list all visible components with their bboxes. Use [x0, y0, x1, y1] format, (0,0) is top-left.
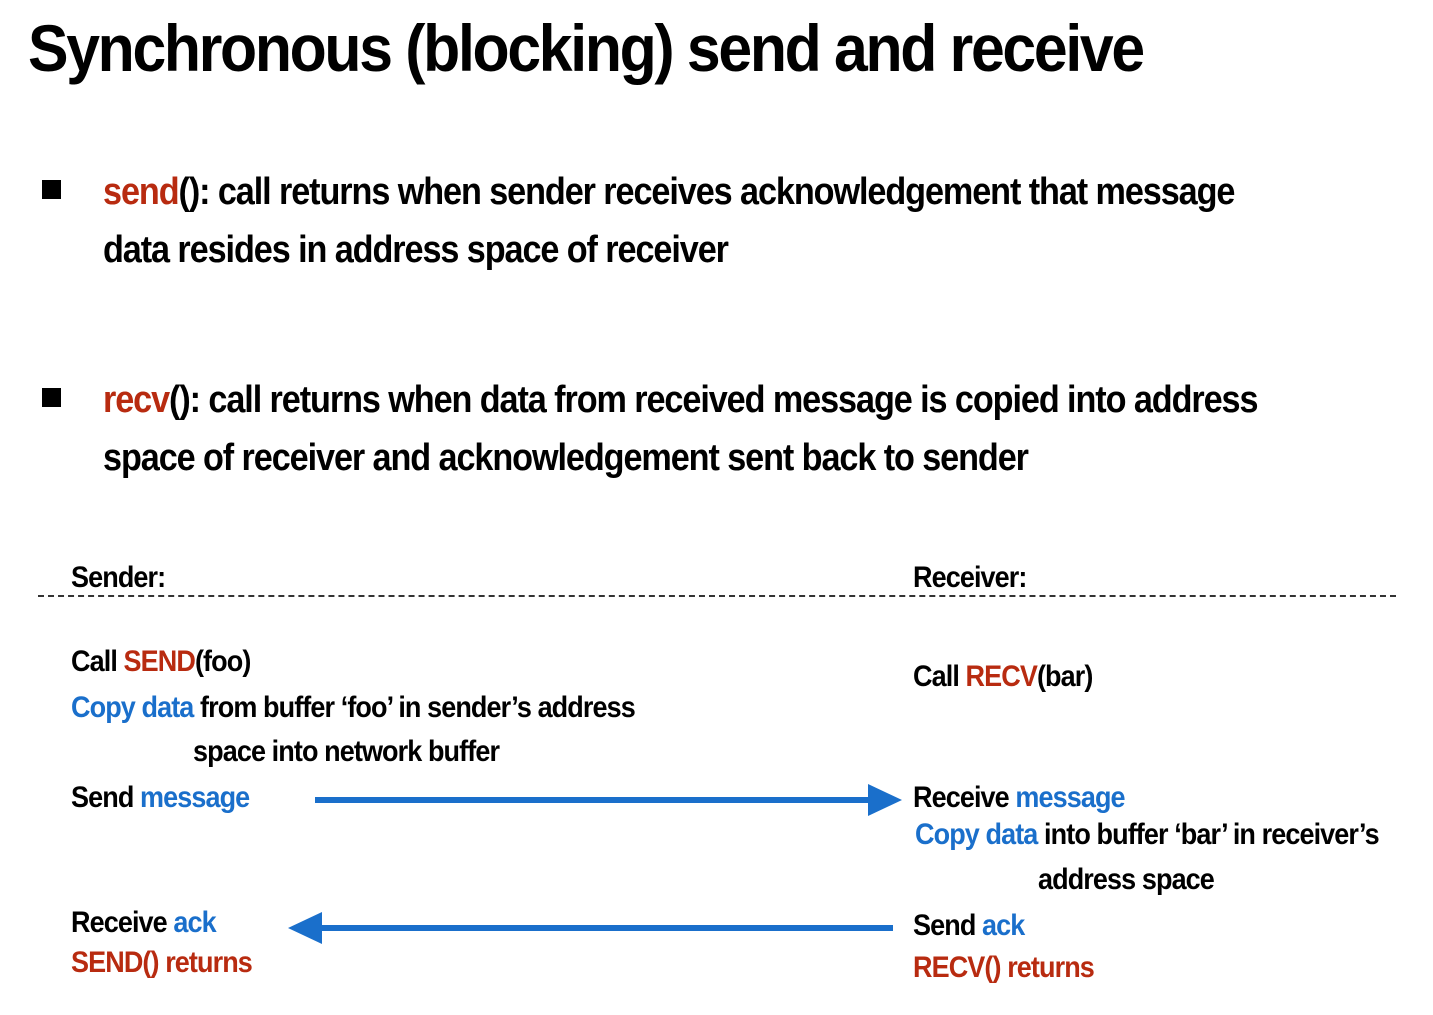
sender-call-send: Call SEND(foo)	[71, 645, 251, 679]
receiver-ack-label: ack	[982, 909, 1025, 942]
sender-receive-prefix: Receive	[71, 906, 174, 939]
receiver-heading: Receiver:	[913, 561, 1027, 594]
bullet-send-line2: data resides in address space of receive…	[103, 229, 729, 271]
send-returns: SEND() returns	[71, 946, 253, 979]
receiver-send-prefix: Send	[913, 909, 983, 942]
sender-message-label: message	[140, 781, 250, 814]
sender-ack-label: ack	[173, 906, 216, 939]
sender-call-suffix: (foo)	[194, 645, 251, 678]
ack-arrow-left	[288, 912, 893, 944]
bullet-send-line1: send(): call returns when sender receive…	[103, 163, 1236, 221]
receiver-copy-data-label: Copy data	[915, 818, 1038, 851]
receiver-copy-data: Copy data into buffer ‘bar’ in receiver’…	[915, 818, 1380, 852]
sender-copy-data-text: from buffer ‘foo’ in sender’s address	[193, 691, 636, 724]
recv-returns: RECV() returns	[913, 951, 1095, 984]
bullet-recv-line1: recv(): call returns when data from rece…	[103, 371, 1259, 429]
bullet-square-icon	[42, 180, 61, 199]
arrow-left-icon	[288, 912, 322, 944]
divider-line	[38, 595, 1396, 597]
bullet-square-icon	[42, 388, 61, 407]
receiver-copy-data-text: into buffer ‘bar’ in receiver’s	[1037, 818, 1380, 851]
receiver-copy-data-line2: address space	[1038, 863, 1215, 896]
bullet-recv: recv(): call returns when data from rece…	[103, 371, 1259, 487]
sender-copy-data-label: Copy data	[71, 691, 194, 724]
message-arrow-right	[315, 784, 902, 816]
page-title: Synchronous (blocking) send and receive	[28, 11, 1145, 85]
receiver-receive-prefix: Receive	[913, 781, 1016, 814]
sender-send-prefix: Send	[71, 781, 141, 814]
send-call-keyword: SEND	[123, 645, 196, 678]
bullet-recv-text: (): call returns when data from received…	[169, 379, 1258, 421]
sender-copy-data-line2: space into network buffer	[193, 735, 500, 768]
receiver-send-ack: Send ack	[913, 909, 1025, 943]
receiver-call-recv: Call RECV(bar)	[913, 660, 1093, 694]
bullet-send: send(): call returns when sender receive…	[103, 163, 1236, 279]
receiver-message-label: message	[1015, 781, 1125, 814]
receiver-call-prefix: Call	[913, 660, 966, 693]
sender-receive-ack: Receive ack	[71, 906, 217, 940]
sender-copy-data: Copy data from buffer ‘foo’ in sender’s …	[71, 691, 636, 725]
bullet-send-text: (): call returns when sender receives ac…	[178, 171, 1236, 213]
receiver-call-suffix: (bar)	[1036, 660, 1093, 693]
recv-keyword: recv	[103, 379, 170, 421]
send-keyword: send	[103, 171, 180, 213]
sender-call-prefix: Call	[71, 645, 124, 678]
sender-heading: Sender:	[71, 561, 166, 594]
receiver-receive-message: Receive message	[913, 781, 1126, 815]
bullet-recv-line2: space of receiver and acknowledgement se…	[103, 437, 1029, 479]
recv-call-keyword: RECV	[965, 660, 1038, 693]
arrow-right-icon	[868, 784, 902, 816]
sender-send-message: Send message	[71, 781, 250, 815]
